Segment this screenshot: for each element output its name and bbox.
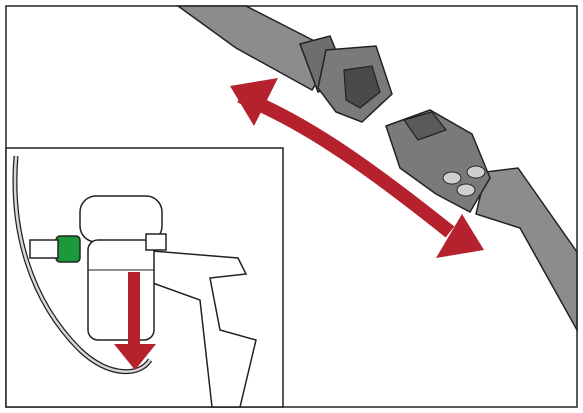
hose-fitting xyxy=(55,235,81,263)
disconnect-arrow-head-start xyxy=(230,78,278,126)
mounting-nut xyxy=(145,233,167,251)
inset-view xyxy=(5,147,284,408)
mounting-bracket xyxy=(138,249,257,408)
removal-arrow-head xyxy=(114,344,156,370)
connector-pins xyxy=(442,165,486,197)
cable-lower xyxy=(475,167,578,333)
vacuum-pump-body xyxy=(87,239,155,341)
connector-male-latch xyxy=(403,111,447,141)
main-view xyxy=(175,5,578,333)
removal-arrow-shaft xyxy=(128,272,140,346)
disconnect-arrow-head-end xyxy=(436,214,484,258)
connector-female-opening xyxy=(343,65,381,109)
hose-stub xyxy=(29,239,59,259)
